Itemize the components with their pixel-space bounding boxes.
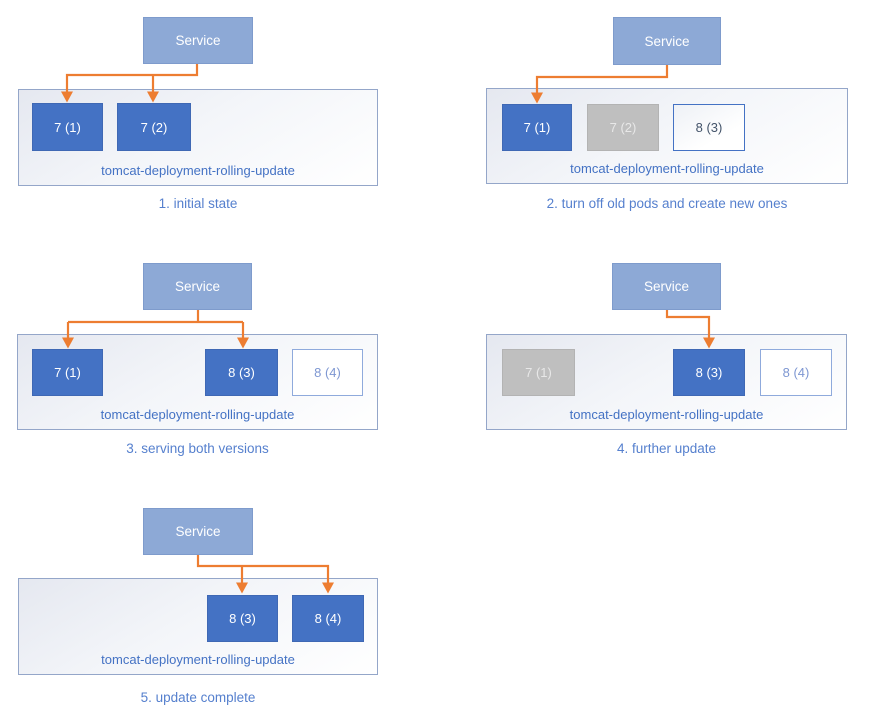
pod-label: 8 (3) [229,611,256,626]
pod-7-2: 7 (2) [587,104,659,151]
pod-label: 7 (1) [523,120,551,135]
pod-8-4: 8 (4) [292,595,364,642]
deployment-label: tomcat-deployment-rolling-update [100,407,295,422]
deployment-label: tomcat-deployment-rolling-update [570,161,764,176]
service-box: Service [143,508,253,555]
pod-label: 8 (4) [314,611,342,626]
panel-caption: 2. turn off old pods and create new ones [546,196,788,211]
service-box: Service [143,263,252,310]
pod-8-4: 8 (4) [292,349,363,396]
deployment-label: tomcat-deployment-rolling-update [101,163,295,178]
pod-label: 8 (4) [314,365,341,380]
pod-label: 8 (3) [228,365,255,380]
deployment-container: tomcat-deployment-rolling-update [18,578,378,675]
deployment-label: tomcat-deployment-rolling-update [569,407,764,422]
service-label: Service [644,33,690,49]
pod-8-3: 8 (3) [207,595,278,642]
service-box: Service [612,263,721,310]
panel-caption: 3. serving both versions [126,441,269,456]
panel-caption: 1. initial state [158,196,238,211]
pod-label: 8 (3) [695,120,723,135]
pod-label: 7 (1) [54,119,81,135]
pod-label: 7 (2) [140,119,168,135]
service-label: Service [175,524,221,539]
panel-caption: 4. further update [616,441,717,456]
pod-label: 7 (2) [609,120,637,135]
pod-8-4: 8 (4) [760,349,832,396]
pod-8-3: 8 (3) [205,349,278,396]
panel-caption: 5. update complete [140,690,256,705]
pod-label: 7 (1) [54,365,81,380]
service-box: Service [613,17,721,65]
pod-8-3: 8 (3) [673,104,745,151]
pod-7-1: 7 (1) [32,349,103,396]
pod-7-1: 7 (1) [502,104,572,151]
deployment-label: tomcat-deployment-rolling-update [101,652,295,667]
service-label: Service [175,33,221,48]
pod-7-2: 7 (2) [117,103,191,151]
pod-label: 8 (4) [782,365,810,380]
service-label: Service [643,279,689,294]
service-box: Service [143,17,253,64]
pod-7-1: 7 (1) [32,103,103,151]
pod-7-1: 7 (1) [502,349,575,396]
service-label: Service [174,279,220,294]
pod-label: 8 (3) [695,365,723,380]
pod-8-3: 8 (3) [673,349,745,396]
pod-label: 7 (1) [525,365,552,380]
